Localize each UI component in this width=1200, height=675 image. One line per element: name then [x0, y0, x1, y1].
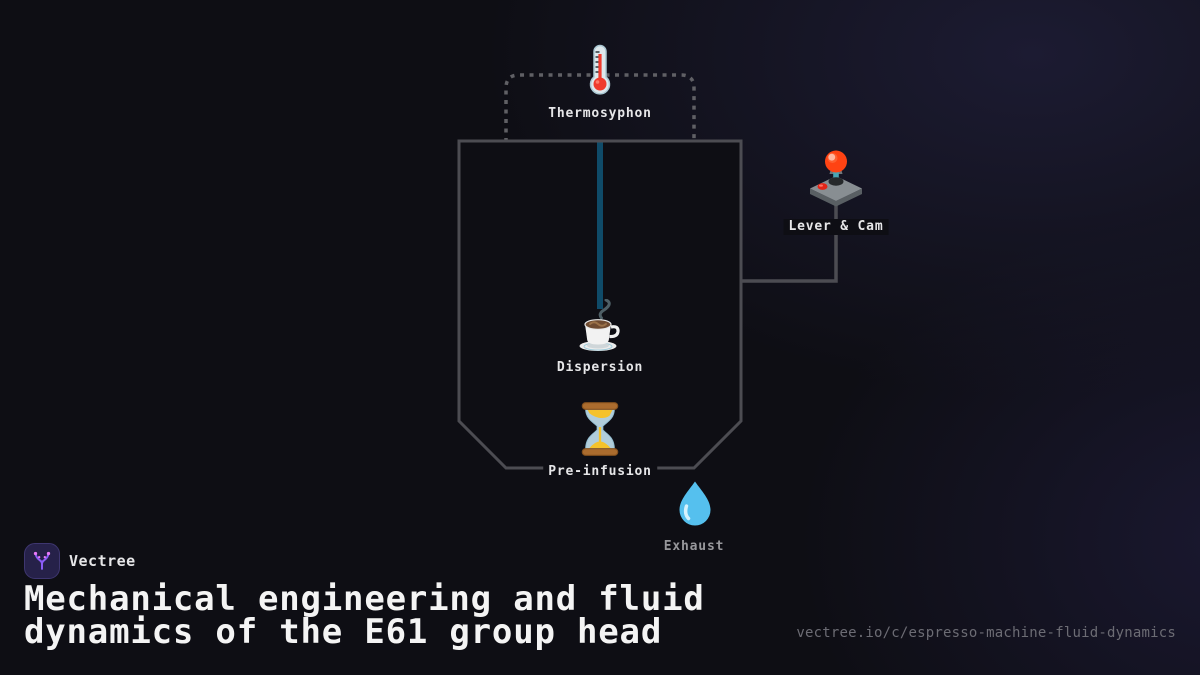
- label-lever-cam: Lever & Cam: [783, 219, 889, 235]
- label-exhaust: Exhaust: [663, 539, 725, 554]
- water-drop-icon: [679, 481, 711, 526]
- page-title-line1: Mechanical engineering and fluid: [24, 579, 705, 619]
- label-pre-infusion: Pre-infusion: [543, 464, 657, 480]
- label-thermosyphon: Thermosyphon: [548, 106, 652, 121]
- page-title-line2: dynamics of the E61 group head: [24, 612, 663, 652]
- joystick-icon: [810, 150, 862, 207]
- thermometer-icon: [589, 44, 611, 95]
- hourglass-icon: [581, 402, 619, 456]
- vectree-logo-icon: [24, 543, 60, 579]
- label-dispersion: Dispersion: [556, 360, 644, 375]
- footer-url: vectree.io/c/espresso-machine-fluid-dyna…: [796, 625, 1176, 641]
- lever-connector-line: [741, 203, 838, 283]
- brand-row: Vectree: [24, 543, 136, 579]
- coffee-cup-icon: [579, 299, 620, 351]
- brand-name: Vectree: [69, 552, 136, 570]
- page-title: Mechanical engineering and fluid dynamic…: [24, 579, 705, 652]
